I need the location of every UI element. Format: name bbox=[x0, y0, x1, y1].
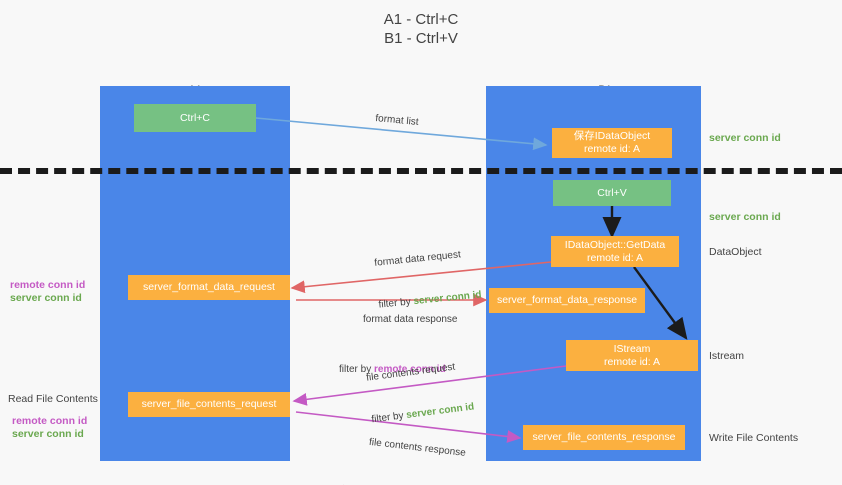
edge-label-format-data-response: format data response filter by remote co… bbox=[339, 285, 458, 405]
node-ctrl-v-label: Ctrl+V bbox=[597, 186, 627, 199]
label-dataobject: DataObject bbox=[709, 246, 762, 258]
node-save-idataobject-line2: remote id: A bbox=[583, 143, 641, 155]
label-istream: Istream bbox=[709, 350, 745, 362]
node-server-file-contents-request[interactable]: server_file_contents_request bbox=[128, 392, 290, 417]
label-write-file-contents: Write File Contents bbox=[709, 432, 799, 444]
edge-label-file-contents-request-main: file contents request bbox=[365, 361, 456, 384]
label-server-conn-id-bottom: server conn id bbox=[12, 428, 84, 440]
node-ctrl-c-label: Ctrl+C bbox=[179, 111, 211, 124]
label-server-conn-id-mid: server conn id bbox=[709, 211, 781, 223]
edge-label-format-data-response-filter: filter by remote conn id bbox=[339, 364, 446, 375]
edge-label-format-data-response-main: format data response bbox=[363, 314, 458, 325]
edge-label-format-data-request-main: format data request bbox=[373, 249, 462, 269]
node-server-file-contents-response-label: server_file_contents_response bbox=[532, 431, 676, 443]
node-server-format-data-response-label: server_format_data_response bbox=[496, 294, 638, 306]
label-remote-conn-id-mid: remote conn id bbox=[10, 279, 86, 291]
phase-divider bbox=[0, 168, 842, 174]
node-getdata-line2: remote id: A bbox=[586, 251, 644, 264]
node-server-file-contents-request-label: server_file_contents_request bbox=[141, 398, 277, 410]
node-istream-line2: remote id: A bbox=[603, 355, 661, 368]
node-save-idataobject-line1: 保存IDataObject bbox=[573, 130, 651, 142]
node-server-format-data-response[interactable]: server_format_data_response bbox=[489, 288, 645, 313]
node-istream-line1: IStream bbox=[613, 342, 651, 355]
node-save-idataobject[interactable]: 保存IDataObject remote id: A bbox=[552, 128, 672, 158]
label-server-conn-id-left-mid: server conn id bbox=[10, 292, 82, 304]
edge-label-format-list: format list bbox=[374, 112, 420, 129]
node-server-format-data-request-label: server_format_data_request bbox=[143, 281, 275, 293]
node-getdata[interactable]: IDataObject::GetData remote id: A bbox=[551, 236, 679, 267]
edge-label-file-contents-response: file contents response filter by remote … bbox=[341, 408, 469, 485]
node-ctrl-v[interactable]: Ctrl+V bbox=[553, 180, 671, 206]
node-ctrl-c[interactable]: Ctrl+C bbox=[134, 104, 256, 132]
node-server-file-contents-response[interactable]: server_file_contents_response bbox=[523, 425, 685, 450]
label-server-conn-id-top: server conn id bbox=[709, 132, 781, 144]
label-read-file-contents: Read File Contents bbox=[8, 393, 98, 405]
node-istream[interactable]: IStream remote id: A bbox=[566, 340, 698, 371]
diagram-title: A1 - Ctrl+C B1 - Ctrl+V bbox=[383, 11, 459, 47]
edge-label-format-data-response-filter-value: remote conn id bbox=[374, 364, 446, 375]
label-remote-conn-id-bottom: remote conn id bbox=[12, 415, 88, 427]
node-server-format-data-request[interactable]: server_format_data_request bbox=[128, 275, 290, 300]
node-getdata-line1: IDataObject::GetData bbox=[564, 238, 666, 251]
edge-label-file-contents-response-main: file contents response bbox=[368, 436, 467, 459]
